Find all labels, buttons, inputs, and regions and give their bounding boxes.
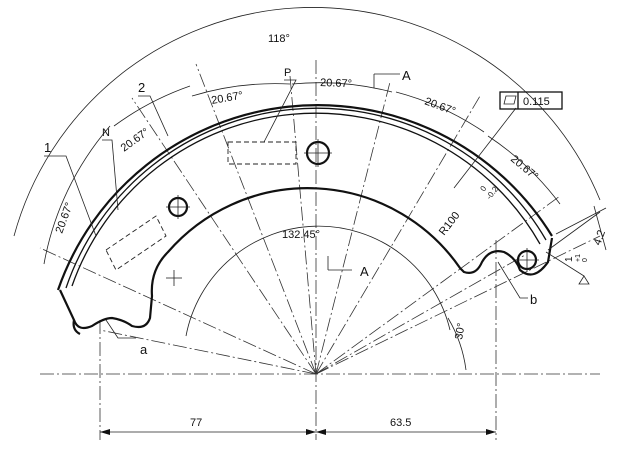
dim-edge-height: 4.2 [592, 229, 609, 247]
dim-thickness-upper: +1 [575, 254, 582, 262]
dim-offset-angle: 30° [453, 322, 468, 340]
dim-segment-3: 20.67° [210, 90, 244, 107]
dim-left-distance: 77 [190, 417, 202, 429]
dim-inner-angle: 132.45° [282, 229, 320, 241]
tolerance-value: 0.115 [523, 96, 550, 108]
flatness-icon [503, 95, 517, 105]
dim-radius-lower: -0.2 [484, 184, 500, 201]
label-point-n: N [102, 127, 110, 139]
dim-segment-4: 20.67° [320, 77, 352, 90]
reference-labels: 1 2 N P a b A A [44, 67, 537, 357]
dim-total-angle: 118° [268, 33, 290, 45]
dim-segment-2: 20.67° [119, 126, 152, 154]
flatness-tolerance-frame: 0.115 [499, 91, 563, 110]
dim-segment-5: 20.67° [423, 96, 457, 118]
dim-thickness-tol: 1 [564, 256, 575, 262]
friction-lining [56, 104, 553, 291]
linear-dimensions [100, 205, 607, 435]
label-point-p: P [284, 67, 291, 79]
dim-radius-upper: 0 [478, 184, 488, 193]
label-part-1: 1 [44, 140, 51, 155]
center-lines [39, 60, 601, 440]
label-part-2: 2 [138, 80, 145, 95]
dim-segment-left: 20.67° [54, 201, 76, 235]
label-section-bottom: A [360, 264, 369, 279]
label-section-top: A [402, 68, 411, 83]
leaders [44, 73, 585, 339]
shoe-web [59, 187, 554, 335]
holes [166, 139, 539, 286]
hidden-features [105, 141, 297, 271]
label-point-a: a [140, 342, 148, 357]
dimension-arcs [13, 7, 601, 371]
dim-thickness-lower: 0 [582, 258, 589, 262]
surface-finish-symbol [578, 275, 590, 285]
dim-radius: R100 [437, 210, 463, 238]
label-point-b: b [530, 292, 537, 307]
dim-segment-6: 20.67° [508, 153, 540, 183]
dim-right-distance: 63.5 [390, 417, 411, 429]
